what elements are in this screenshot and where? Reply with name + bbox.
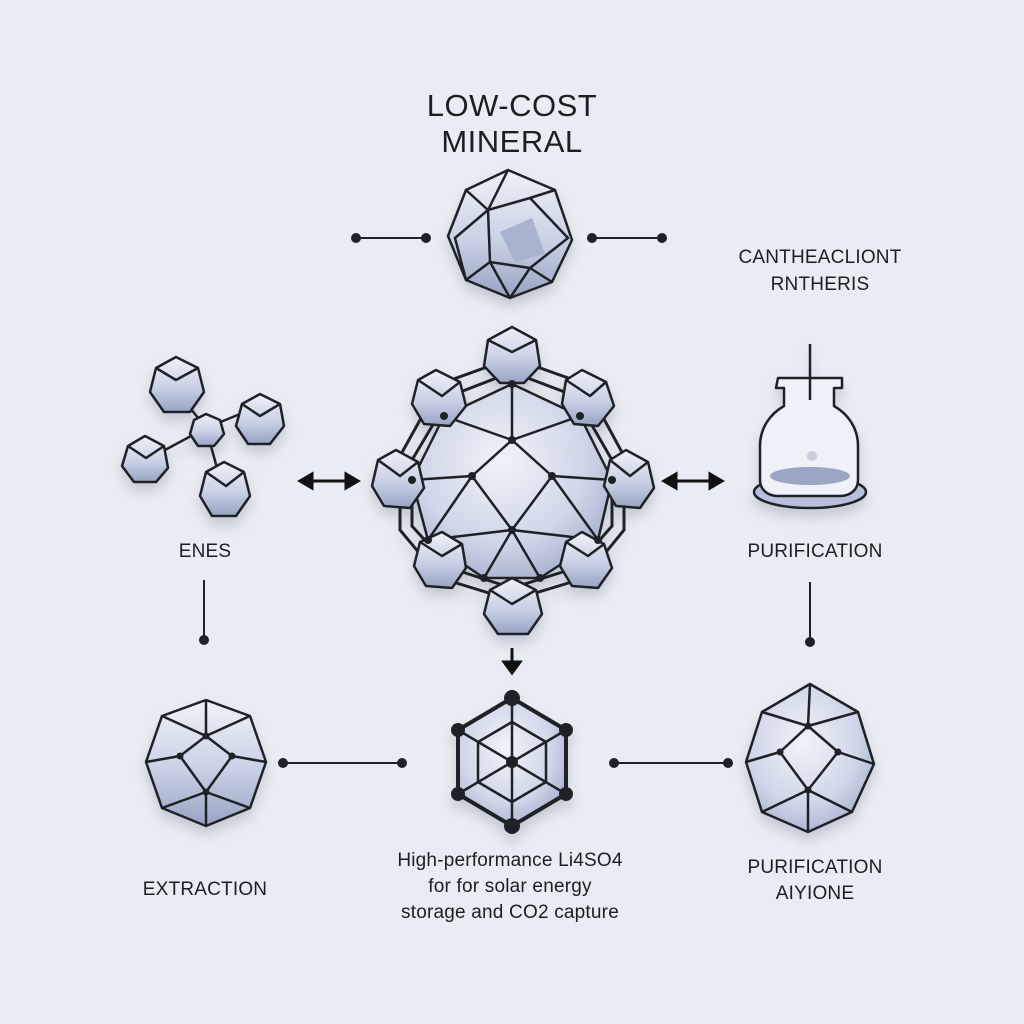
caption-line-2: for for solar energy [428, 876, 592, 897]
top-right-line-1: CANTHEACLIONT [738, 247, 902, 268]
central-crystal [370, 325, 656, 636]
flask-icon [752, 344, 868, 510]
title-line-2: MINERAL [441, 124, 583, 159]
crystal-icon [144, 698, 268, 828]
connector-lines [199, 233, 815, 768]
caption-line-1: High-performance Li4SO4 [397, 850, 623, 871]
caption-line-3: storage and CO2 capture [401, 902, 619, 923]
crystal-icon [451, 690, 573, 834]
bottom-right-line-1: PURIFICATION [747, 857, 883, 878]
bottom-center-caption: High-performance Li4SO4 for for solar en… [330, 848, 690, 926]
bottom-right-label: PURIFICATION AIYIONE [690, 855, 940, 907]
double-arrow-icon [661, 471, 725, 491]
top-right-line-2: RNTHERIS [770, 274, 870, 295]
down-arrow-icon [501, 648, 523, 676]
left-mid-label: ENES [178, 541, 232, 562]
top-right-label: CANTHEACLIONT RNTHERIS [690, 244, 950, 298]
crystal-icon [744, 682, 876, 834]
molecule-cluster-icon [120, 355, 286, 518]
title-line-1: LOW-COST [426, 88, 598, 123]
crystal-icon [446, 168, 574, 300]
page-title: LOW-COST MINERAL [312, 88, 712, 160]
right-mid-label: PURIFICATION [747, 541, 883, 562]
bottom-right-line-2: AIYIONE [775, 883, 855, 904]
double-arrow-icon [297, 471, 361, 491]
bottom-left-label: EXTRACTION [142, 879, 268, 900]
